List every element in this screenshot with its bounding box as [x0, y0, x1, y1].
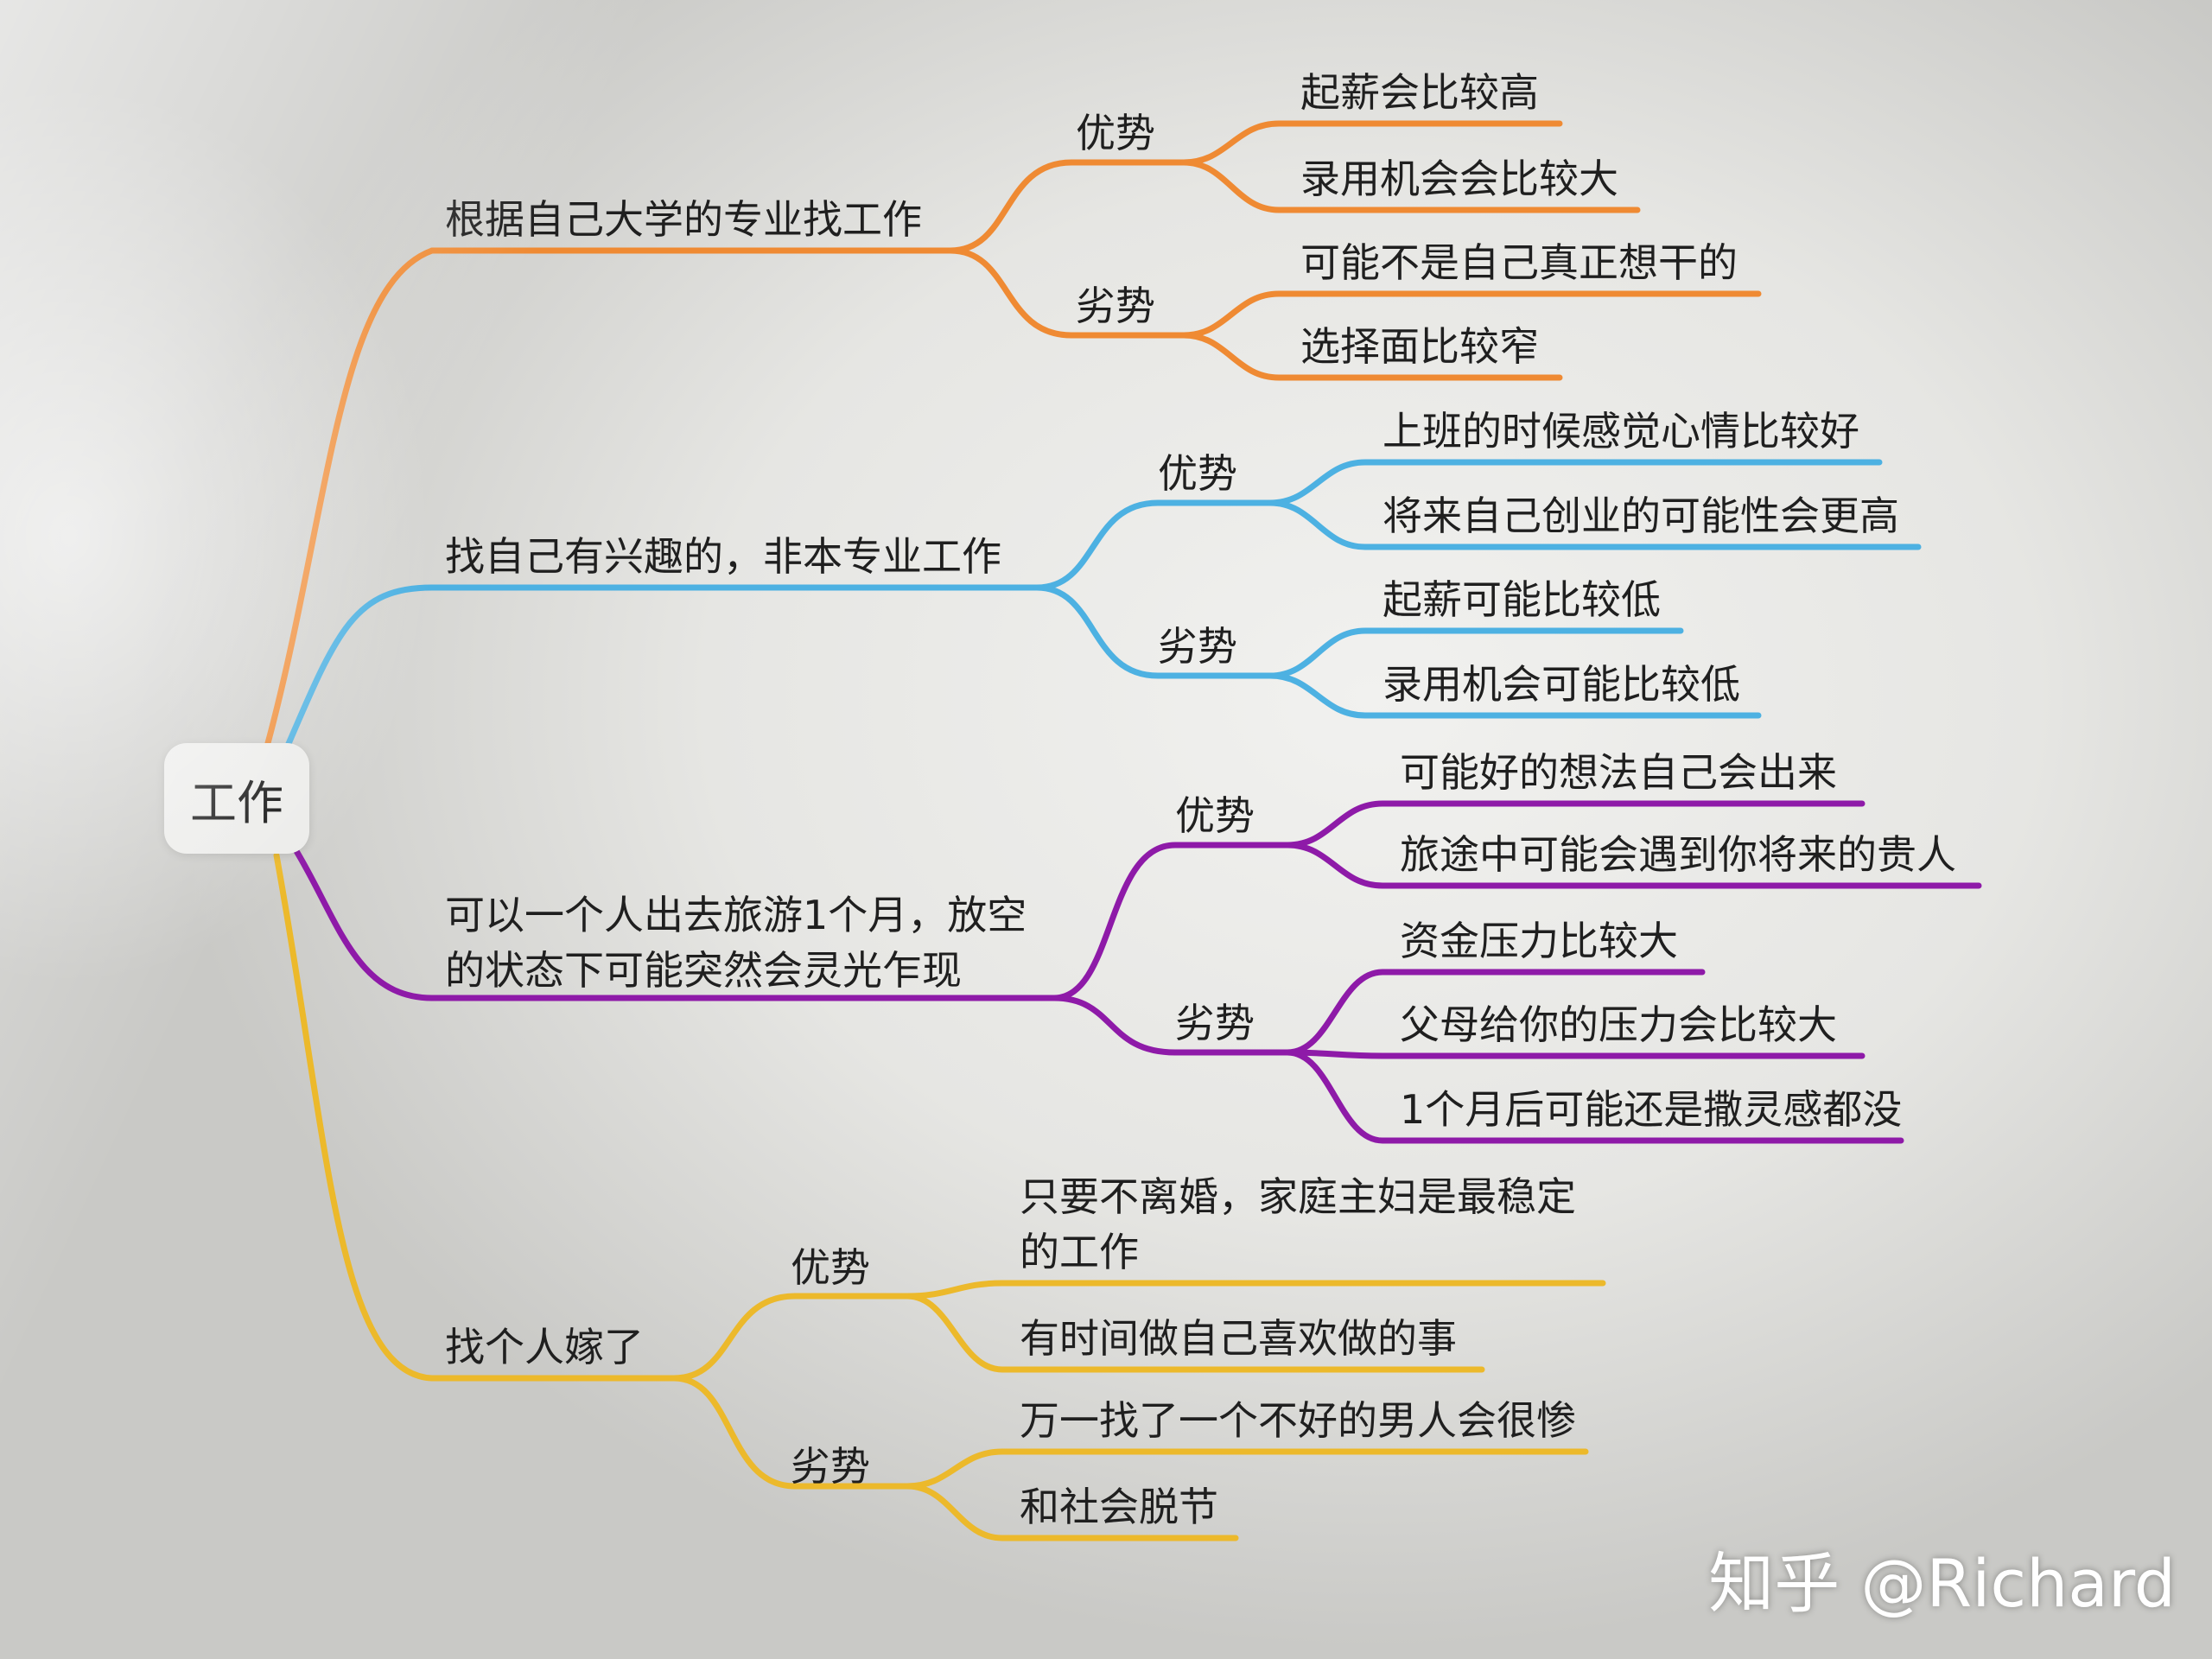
branch-1-pros-label[interactable]: 优势 [1076, 110, 1155, 156]
branch-2-con-2[interactable]: 录用机会可能比较低 [1382, 661, 1740, 708]
branch-2-con-1[interactable]: 起薪可能比较低 [1382, 576, 1661, 623]
branch-1-con-2[interactable]: 选择面比较窄 [1300, 323, 1539, 370]
branch-2-pros-label[interactable]: 优势 [1158, 450, 1237, 497]
branch-3-con-3[interactable]: 1个月后可能还是撒灵感都没 [1400, 1086, 1903, 1133]
root-node[interactable]: 工作 [164, 743, 309, 854]
branch-1-pro-2[interactable]: 录用机会会比较大 [1300, 156, 1618, 202]
branch-4-pro-1[interactable]: 只要不离婚，家庭主妇是最稳定的工作 [1020, 1173, 1576, 1275]
branch-3-cons-label[interactable]: 劣势 [1175, 1000, 1255, 1046]
branch-1-cons-label[interactable]: 劣势 [1076, 283, 1155, 329]
branch-4-pro-2[interactable]: 有时间做自己喜欢做的事 [1020, 1315, 1457, 1362]
root-label: 工作 [190, 775, 283, 830]
branch-2-label[interactable]: 找自己有兴趣的，非本专业工作 [445, 533, 1001, 580]
branch-1-con-1[interactable]: 可能不是自己真正想干的 [1300, 239, 1738, 286]
branch-3-con-2[interactable]: 父母给你的压力会比较大 [1400, 1001, 1837, 1048]
branch-4-con-2[interactable]: 和社会脱节 [1020, 1484, 1218, 1530]
branch-3-pro-1[interactable]: 可能好的想法自己会出来 [1400, 749, 1837, 796]
zhihu-watermark: 知乎 @Richard [1708, 1545, 2176, 1622]
branch-4-label[interactable]: 找个人嫁了 [445, 1324, 644, 1370]
branch-2-cons-label[interactable]: 劣势 [1158, 623, 1237, 670]
branch-4-cons-label[interactable]: 劣势 [791, 1443, 870, 1490]
branch-3-pro-2[interactable]: 旅途中可能会遇到你将来的贵人 [1400, 831, 1956, 878]
branch-4-pros-label[interactable]: 优势 [791, 1244, 870, 1291]
branch-1-pro-1[interactable]: 起薪会比较高 [1300, 69, 1539, 116]
branch-3-label[interactable]: 可以一个人出去旅游1个月，放空的状态下可能突然会灵光乍现 [445, 892, 1027, 994]
branch-2-pro-2[interactable]: 将来自己创业的可能性会更高 [1382, 493, 1899, 539]
branch-3-pros-label[interactable]: 优势 [1175, 792, 1255, 839]
branch-1-label[interactable]: 根据自己大学的专业找工作 [445, 196, 922, 243]
branch-3-con-1[interactable]: 资金压力比较大 [1400, 918, 1678, 964]
branch-2-pro-1[interactable]: 上班的时候感觉心情比较好 [1382, 408, 1859, 454]
branch-4-con-1[interactable]: 万一找了一个不好的男人会很惨 [1020, 1397, 1576, 1444]
